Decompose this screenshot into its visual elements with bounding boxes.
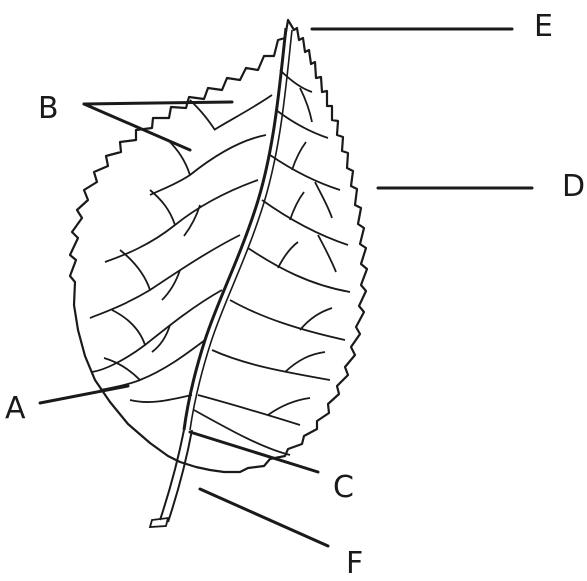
petiole-base (150, 518, 168, 527)
pointer-f (200, 489, 328, 546)
petiole (160, 430, 192, 522)
pointer-b-upper (84, 102, 232, 104)
label-a: A (5, 394, 26, 424)
label-b: B (38, 94, 59, 124)
midrib (184, 28, 286, 430)
pointer-c (190, 432, 318, 472)
label-f: F (346, 549, 363, 579)
pointer-b-lower (84, 104, 190, 150)
label-d: D (562, 172, 585, 202)
label-c: C (333, 473, 354, 503)
lateral-veins-left (90, 95, 272, 402)
pointer-a (40, 386, 128, 403)
label-pointers (40, 29, 532, 546)
label-e: E (534, 12, 553, 42)
